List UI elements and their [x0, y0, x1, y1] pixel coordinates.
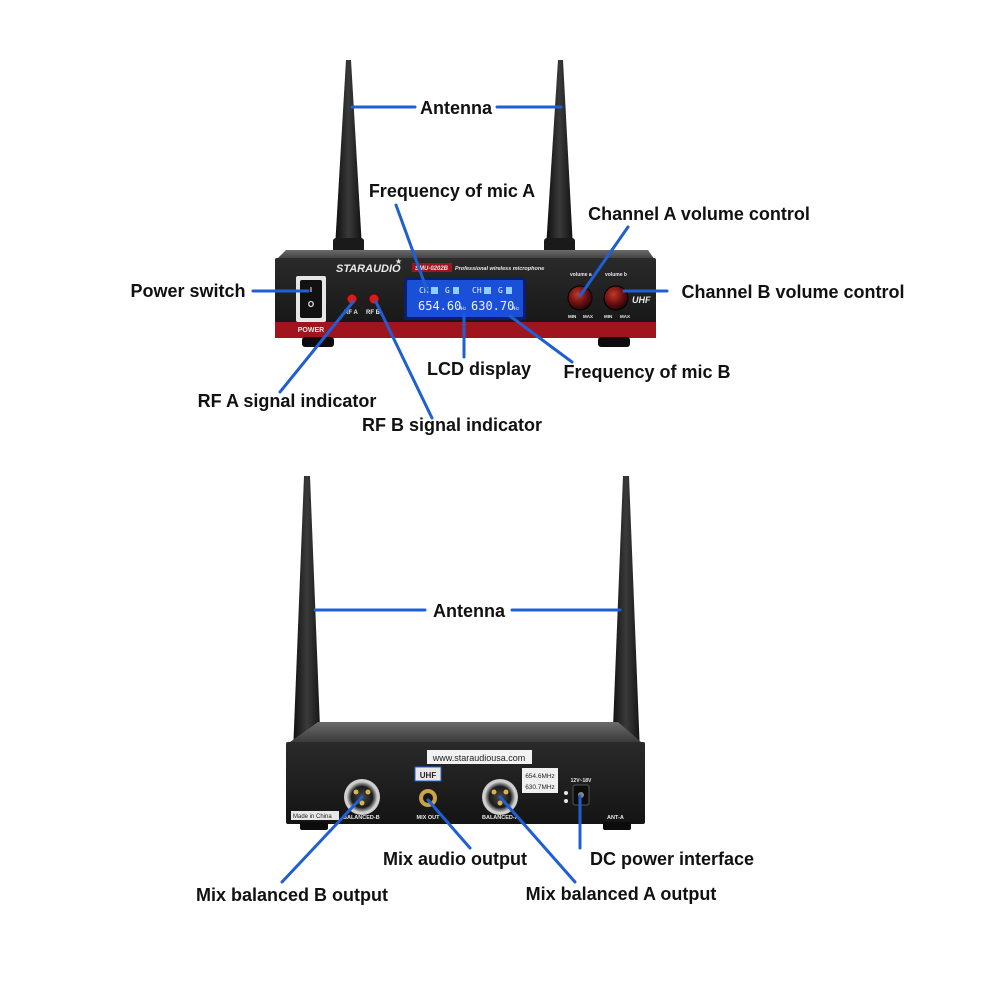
- lcd-freq-b: 630.70: [471, 299, 514, 313]
- knob-b-silk: volume b: [605, 272, 627, 278]
- back-foot-left: [300, 822, 328, 830]
- back-unit: www.staraudiousa.com UHF 654.6MHz 630.7M…: [286, 476, 645, 830]
- label-channel-b-volume: Channel B volume control: [681, 282, 904, 302]
- callout-mix-balanced-a: [498, 795, 577, 884]
- label-rf-a-indicator: RF A signal indicator: [198, 391, 377, 411]
- brand-star-icon: ★: [395, 257, 402, 266]
- brand-logo: STARAUDIO: [336, 263, 401, 275]
- lcd-freq-a: 654.60: [418, 299, 461, 313]
- channel-a-volume-knob[interactable]: [567, 285, 593, 311]
- lcd-ch-b: CH: [472, 286, 482, 295]
- callout-freq-a: [394, 203, 429, 292]
- label-lcd-display: LCD display: [427, 359, 531, 379]
- channel-b-volume-knob[interactable]: [603, 285, 629, 311]
- label-freq-mic-b: Frequency of mic B: [563, 362, 730, 382]
- knob-b-max: MAX: [620, 314, 630, 319]
- label-freq-mic-a: Frequency of mic A: [369, 181, 535, 201]
- lcd-display: CH G CH G 654.60 MHz 630.70 MHz: [404, 277, 526, 320]
- lcd-g-b-box: [506, 287, 512, 294]
- callout-rf-a: [278, 300, 355, 394]
- rf-b-silk: RF B: [366, 310, 381, 316]
- model-number: SMU-0202B: [415, 266, 449, 272]
- back-uhf-text: UHF: [420, 771, 437, 780]
- front-uhf-badge: UHF: [632, 295, 651, 305]
- freq-sticker-b: 630.7MHz: [525, 784, 555, 791]
- svg-text:I: I: [310, 287, 312, 294]
- lcd-g-a: G: [445, 286, 450, 295]
- lcd-unit-b: MHz: [512, 306, 520, 311]
- back-foot-right: [603, 822, 631, 830]
- freq-sticker: [522, 768, 558, 793]
- label-antenna-front: Antenna: [420, 98, 493, 118]
- balanced-b-silk: BALANCED-B: [343, 815, 380, 821]
- callout-channel-a: [578, 225, 630, 298]
- power-silk-label: POWER: [298, 327, 324, 334]
- back-uhf-sticker: [414, 766, 442, 782]
- label-rf-b-indicator: RF B signal indicator: [362, 415, 542, 435]
- callout-freq-b: [508, 314, 574, 364]
- front-antenna-left: [333, 60, 364, 260]
- lcd-g-b: G: [498, 286, 503, 295]
- callout-lines: [251, 105, 669, 884]
- mix-out-silk: MIX OUT: [417, 815, 441, 821]
- callout-mix-balanced-b: [280, 795, 364, 884]
- model-badge: [412, 263, 452, 272]
- front-unit: I O POWER STARAUDIO ★ RF A RF B SMU-0202…: [275, 60, 656, 347]
- label-power-switch: Power switch: [130, 281, 245, 301]
- polarity-dot-icon-2: [564, 799, 568, 803]
- rf-a-silk: RF A: [344, 310, 358, 316]
- lcd-ch-b-box: [484, 287, 491, 294]
- knob-a-silk: volume a: [570, 272, 592, 278]
- front-chassis-top: [276, 250, 655, 260]
- label-channel-a-volume: Channel A volume control: [588, 204, 810, 224]
- label-mix-audio-output: Mix audio output: [383, 849, 527, 869]
- label-mix-balanced-a: Mix balanced A output: [526, 884, 717, 904]
- svg-text:O: O: [308, 300, 314, 309]
- power-switch[interactable]: I O: [296, 276, 326, 322]
- url-sticker: [427, 750, 532, 764]
- label-antenna-back: Antenna: [433, 601, 506, 621]
- polarity-dot-icon: [564, 791, 568, 795]
- back-chassis-top: [290, 722, 641, 742]
- callout-mix-audio: [426, 798, 472, 850]
- label-dc-power-interface: DC power interface: [590, 849, 754, 869]
- lcd-ch-a-box: [431, 287, 438, 294]
- knob-b-min: MIN: [604, 314, 612, 319]
- dc-silk: 12V~18V: [571, 778, 592, 784]
- made-in-text: Made in China: [293, 814, 332, 820]
- front-antenna-right: [544, 60, 575, 260]
- balanced-a-silk: BALANCED-A: [482, 815, 519, 821]
- lcd-unit-a: MHz: [459, 306, 467, 311]
- knob-a-max: MAX: [583, 314, 593, 319]
- label-mix-balanced-b: Mix balanced B output: [196, 885, 388, 905]
- front-foot-right: [598, 337, 630, 347]
- model-description: Professional wireless microphone: [455, 266, 544, 272]
- ant-a-silk: ANT-A: [607, 815, 624, 821]
- mix-out-jack[interactable]: [419, 789, 437, 807]
- lcd-ch-a: CH: [419, 286, 429, 295]
- lcd-g-a-box: [453, 287, 459, 294]
- freq-sticker-a: 654.6MHz: [525, 773, 555, 780]
- knob-a-min: MIN: [568, 314, 576, 319]
- made-in-sticker: [291, 811, 339, 820]
- callout-labels: Antenna Frequency of mic A Channel A vol…: [130, 98, 904, 905]
- front-foot-left: [302, 337, 334, 347]
- url-text: www.staraudiousa.com: [432, 753, 526, 763]
- callout-rf-b: [374, 300, 434, 420]
